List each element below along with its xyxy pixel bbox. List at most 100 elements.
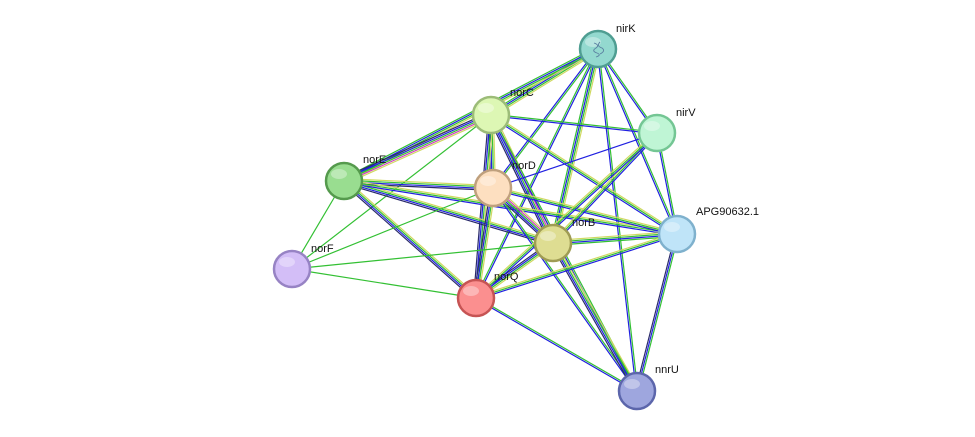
- edge-norQ-APG90632[interactable]: [475, 231, 678, 301]
- edge-evidence-line-yellow: [554, 49, 601, 244]
- edge-evidence-line-blue: [596, 49, 677, 235]
- node-label-APG90632: APG90632.1: [696, 206, 759, 218]
- edge-evidence-line-yellow: [475, 231, 677, 298]
- node-label-norC: norC: [510, 87, 534, 99]
- edge-evidence-line-blue: [491, 48, 598, 188]
- edge-norB-nnrU[interactable]: [550, 241, 640, 393]
- node-APG90632[interactable]: [657, 214, 697, 254]
- node-label-norF: norF: [311, 243, 334, 255]
- edge-evidence-line-green: [550, 48, 597, 243]
- node-circle[interactable]: [272, 249, 312, 289]
- edge-evidence-line-green: [343, 180, 678, 235]
- edge-norC-nirV[interactable]: [490, 113, 658, 135]
- edge-evidence-line-yellow: [491, 113, 679, 234]
- node-highlight: [279, 257, 295, 267]
- edge-evidence-line-blue: [489, 115, 677, 236]
- node-circle[interactable]: [617, 371, 657, 411]
- edge-evidence-line-blue: [553, 234, 678, 245]
- edge-evidence-line-green: [344, 179, 477, 298]
- edge-evidence-line-green: [553, 49, 600, 244]
- edge-evidence-line-green: [493, 49, 600, 189]
- node-highlight: [463, 286, 479, 296]
- node-label-nirV: nirV: [676, 107, 696, 119]
- node-highlight: [540, 231, 556, 241]
- edge-evidence-line-green: [490, 114, 678, 235]
- node-label-norE: norE: [363, 154, 386, 166]
- edge-evidence-line-green: [475, 233, 678, 299]
- edge-evidence-line-blue: [492, 132, 658, 189]
- edge-evidence-line-blue: [489, 115, 553, 244]
- edge-evidence-line-blue: [343, 181, 476, 300]
- edge-evidence-line-navy: [634, 233, 677, 391]
- node-label-norD: norD: [512, 160, 536, 172]
- edge-norB-norF[interactable]: [291, 242, 554, 270]
- edge-evidence-line-navy: [342, 182, 475, 301]
- node-circle[interactable]: [456, 278, 496, 318]
- node-highlight: [644, 121, 660, 131]
- edge-evidence-line-magenta: [344, 115, 492, 184]
- edge-evidence-line-yellow: [552, 231, 677, 242]
- edge-evidence-line-blue: [343, 181, 553, 245]
- edge-evidence-line-green: [344, 179, 494, 188]
- node-norE[interactable]: [324, 161, 364, 201]
- edge-evidence-line-blue: [476, 133, 659, 300]
- node-highlight: [331, 169, 347, 179]
- edge-evidence-line-navy: [473, 114, 490, 298]
- node-circle[interactable]: [473, 168, 513, 208]
- edge-nirK-norB[interactable]: [550, 48, 601, 244]
- edge-evidence-line-blue: [475, 298, 637, 393]
- node-nnrU[interactable]: [617, 371, 657, 411]
- edge-norQ-norF[interactable]: [291, 268, 477, 299]
- edge-evidence-line-yellow: [474, 131, 657, 298]
- edge-norQ-nirV[interactable]: [474, 131, 659, 300]
- edge-evidence-line-blue: [491, 188, 637, 392]
- edge-norE-norB[interactable]: [343, 178, 554, 246]
- node-nirK[interactable]: [578, 29, 618, 69]
- edge-evidence-line-navy: [487, 116, 551, 245]
- edge-evidence-line-green: [475, 132, 658, 299]
- edge-evidence-line-green: [553, 235, 678, 246]
- node-norB[interactable]: [533, 223, 573, 263]
- edge-layer: [291, 46, 680, 393]
- edge-norC-norE[interactable]: [342, 111, 493, 185]
- edge-evidence-line-blue: [476, 49, 600, 299]
- edge-nirK-APG90632[interactable]: [596, 48, 679, 235]
- node-norD[interactable]: [473, 168, 513, 208]
- node-nirV[interactable]: [637, 113, 677, 153]
- node-norQ[interactable]: [456, 278, 496, 318]
- node-norC[interactable]: [471, 95, 511, 135]
- edge-nirK-nnrU[interactable]: [596, 48, 639, 392]
- node-circle[interactable]: [578, 29, 618, 69]
- node-label-norQ: norQ: [494, 271, 519, 283]
- node-highlight: [478, 103, 494, 113]
- node-highlight: [664, 222, 680, 232]
- node-label-nirK: nirK: [616, 23, 636, 35]
- edge-nirK-norD[interactable]: [491, 48, 600, 189]
- edge-evidence-line-blue: [490, 115, 657, 135]
- label-layer: nirK norC nirV norE norD norB APG90632.1 norF no…: [311, 23, 759, 376]
- edge-evidence-line-green: [491, 113, 658, 133]
- node-circle[interactable]: [471, 95, 511, 135]
- edge-APG90632-nnrU[interactable]: [634, 233, 680, 392]
- node-label-nnrU: nnrU: [655, 364, 679, 376]
- node-norF[interactable]: [272, 249, 312, 289]
- edge-evidence-line-green: [291, 187, 494, 270]
- edge-evidence-line-navy: [343, 182, 553, 246]
- node-circle[interactable]: [637, 113, 677, 153]
- edge-norD-nirV[interactable]: [492, 132, 658, 189]
- edge-evidence-line-blue: [553, 133, 659, 245]
- edge-evidence-line-blue: [551, 48, 598, 243]
- edge-evidence-line-blue: [343, 181, 677, 237]
- node-circle[interactable]: [324, 161, 364, 201]
- edge-evidence-line-green: [493, 187, 639, 391]
- node-circle[interactable]: [657, 214, 697, 254]
- edge-norD-norF[interactable]: [291, 187, 494, 270]
- node-circle[interactable]: [533, 223, 573, 263]
- edge-norC-APG90632[interactable]: [489, 113, 679, 236]
- edge-norE-norQ[interactable]: [342, 178, 478, 301]
- edge-norD-nnrU[interactable]: [491, 187, 639, 392]
- edge-norQ-nnrU[interactable]: [475, 296, 638, 393]
- edge-norB-APG90632[interactable]: [552, 231, 678, 246]
- node-label-norB: norB: [572, 217, 595, 229]
